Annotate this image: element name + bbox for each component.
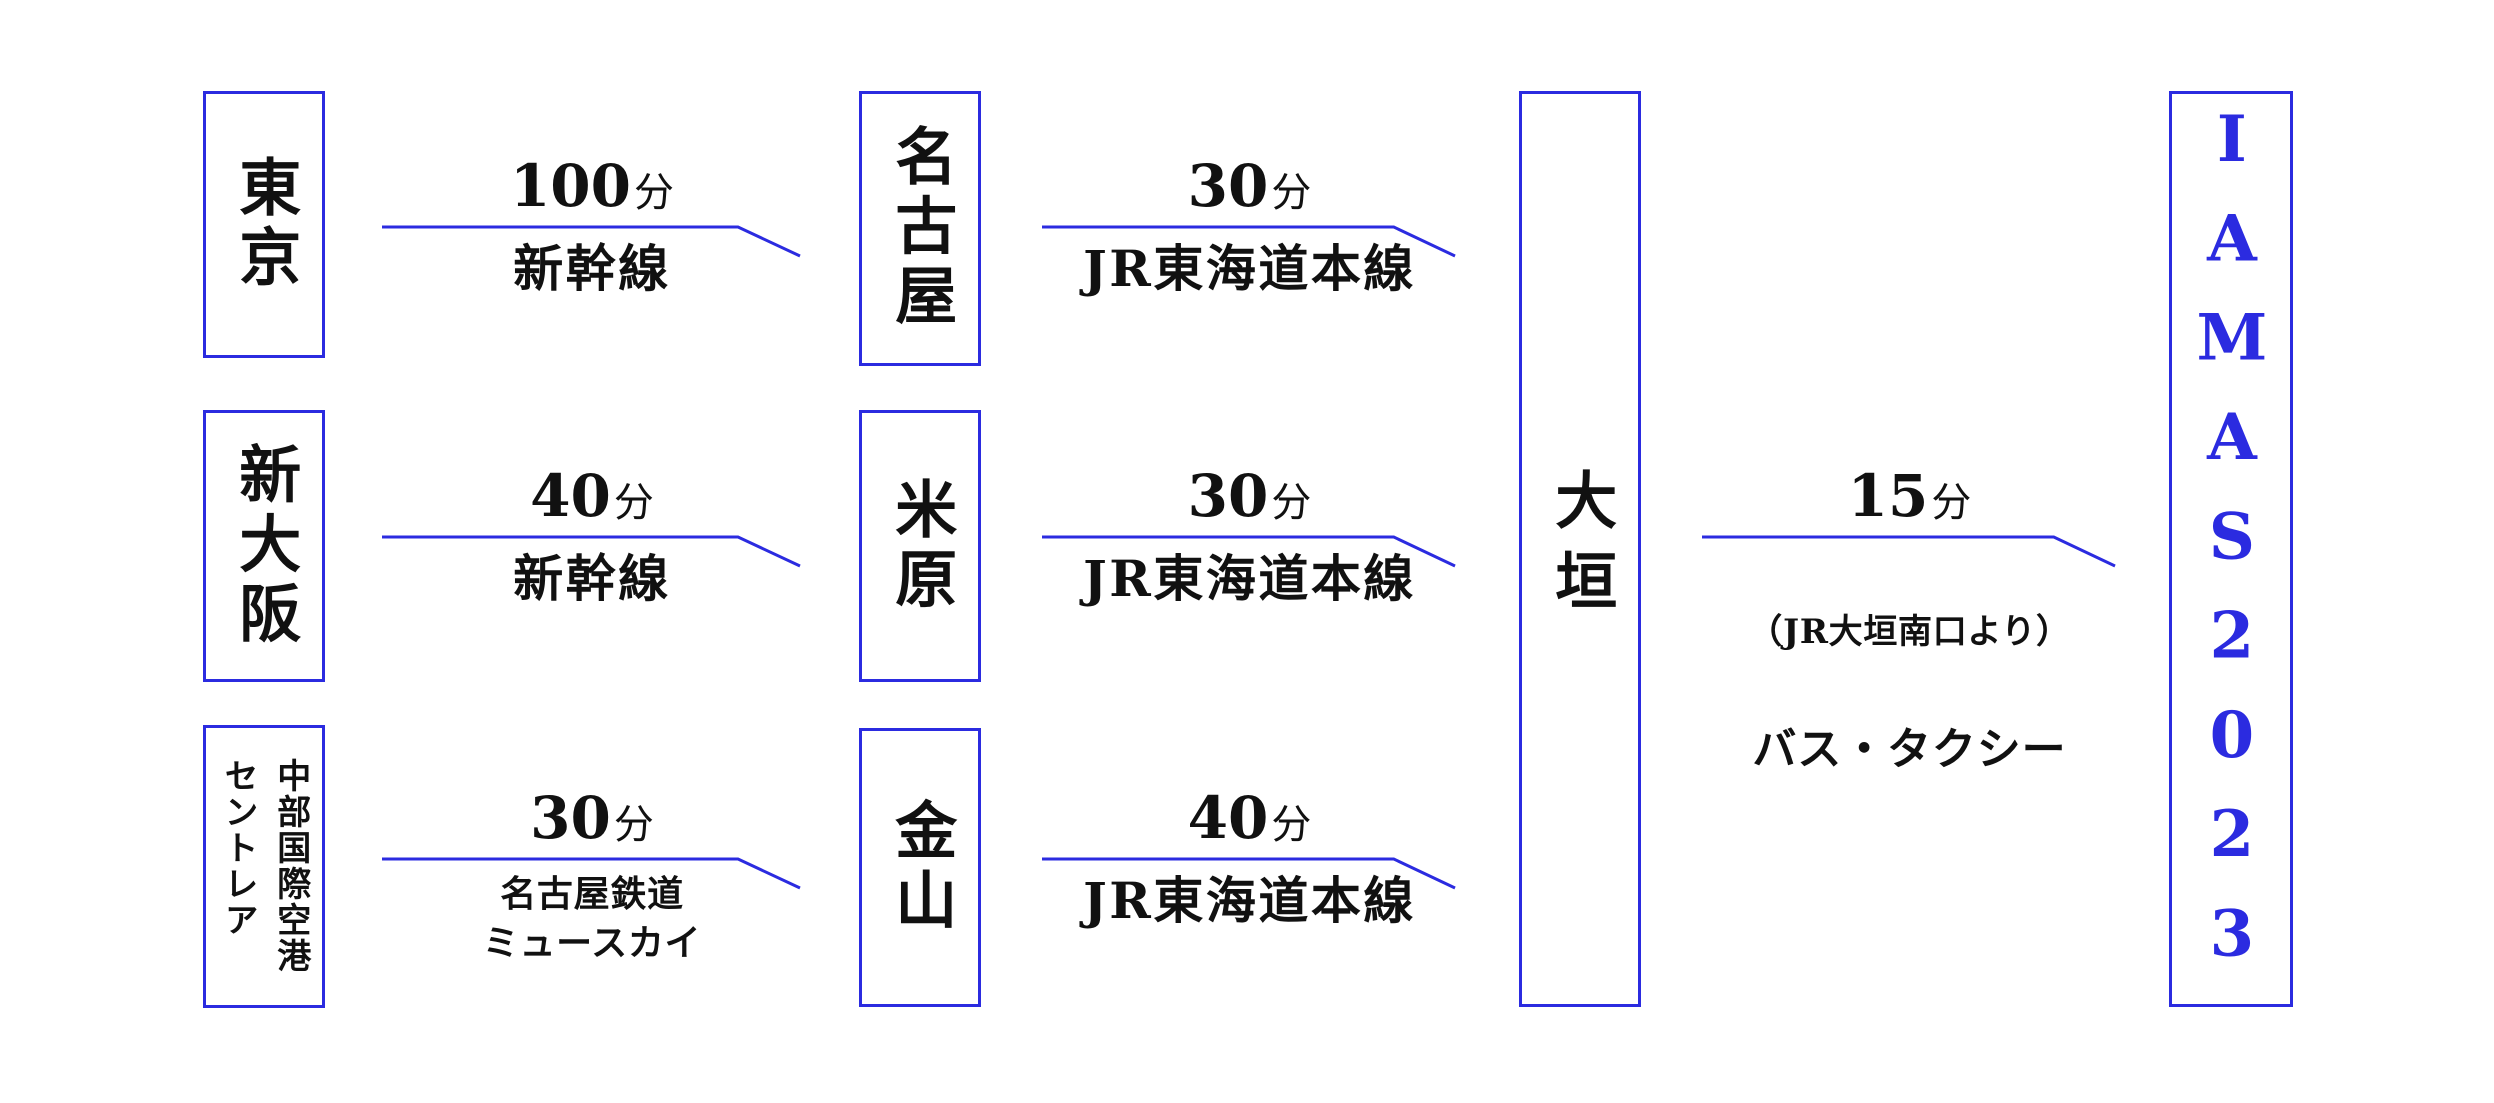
travel-time-label: 40分 xyxy=(1042,789,1457,847)
transport-mode-label: バス・タクシー xyxy=(1752,724,2067,774)
final-leg-label: （JR大垣南口より） バス・タクシー xyxy=(1702,548,2117,839)
route-leg-kanayama-ogaki: 40分 JR東海道本線 xyxy=(1042,789,1457,930)
travel-time-label: 30分 xyxy=(382,789,802,847)
station-box-shin-osaka: 新大阪 xyxy=(203,410,325,682)
travel-time-label: 40分 xyxy=(382,467,802,525)
time-unit: 分 xyxy=(613,802,654,848)
arrow-icon xyxy=(1702,533,2117,569)
station-box-centrair-airport: 中部国際空港 セントレア xyxy=(203,725,325,1008)
time-value: 40 xyxy=(530,462,611,530)
station-name-shin-osaka: 新大阪 xyxy=(228,441,302,651)
time-value: 30 xyxy=(530,784,611,852)
time-value: 40 xyxy=(1187,784,1269,852)
train-line-label: 新幹線 xyxy=(513,549,671,608)
travel-time-label: 100分 xyxy=(382,157,802,215)
arrow-icon xyxy=(1042,223,1457,259)
travel-time-label: 30分 xyxy=(1042,157,1457,215)
time-unit: 分 xyxy=(634,170,675,216)
departure-note-label: （JR大垣南口より） xyxy=(1748,611,2071,652)
station-name-maibara: 米原 xyxy=(884,476,958,616)
arrow-icon xyxy=(382,533,802,569)
time-unit: 分 xyxy=(613,480,654,526)
station-name-nagoya: 名古屋 xyxy=(884,124,958,333)
route-leg-centrair-kanayama: 30分 名古屋鉄道 ミュースカイ xyxy=(382,789,802,963)
arrow-icon xyxy=(382,855,802,891)
train-line-label: 新幹線 xyxy=(513,239,671,298)
route-leg-tokyo-nagoya: 100分 新幹線 xyxy=(382,157,802,298)
time-value: 100 xyxy=(509,152,632,220)
time-unit: 分 xyxy=(1271,802,1312,848)
time-value: 30 xyxy=(1187,152,1269,220)
route-leg-nagoya-ogaki: 30分 JR東海道本線 xyxy=(1042,157,1457,298)
station-name-ogaki: 大垣 xyxy=(1544,468,1618,630)
station-box-tokyo: 東京 xyxy=(203,91,325,358)
station-name-tokyo: 東京 xyxy=(228,155,302,294)
time-unit: 分 xyxy=(1271,480,1312,526)
travel-time-label: 15分 xyxy=(1702,467,2117,525)
time-value: 15 xyxy=(1847,462,1929,530)
route-leg-shin-osaka-maibara: 40分 新幹線 xyxy=(382,467,802,608)
train-line-label: JR東海道本線 xyxy=(1083,239,1416,298)
route-leg-maibara-ogaki: 30分 JR東海道本線 xyxy=(1042,467,1457,608)
arrow-icon xyxy=(1042,855,1457,891)
time-unit: 分 xyxy=(1931,480,1972,526)
route-leg-ogaki-iamas: 15分 （JR大垣南口より） バス・タクシー xyxy=(1702,467,2117,774)
station-box-nagoya: 名古屋 xyxy=(859,91,981,366)
arrow-icon xyxy=(1042,533,1457,569)
train-line-label: JR東海道本線 xyxy=(1083,549,1416,608)
arrow-icon xyxy=(382,223,802,259)
station-box-maibara: 米原 xyxy=(859,410,981,682)
destination-name-iamas2023: IAMAS2023 xyxy=(2194,102,2270,996)
time-value: 30 xyxy=(1187,462,1269,530)
station-name-kanayama: 金山 xyxy=(884,798,958,937)
time-unit: 分 xyxy=(1271,170,1312,216)
station-box-kanayama: 金山 xyxy=(859,728,981,1007)
station-box-ogaki: 大垣 xyxy=(1519,91,1641,1007)
train-line-label: JR東海道本線 xyxy=(1083,871,1416,930)
station-name-centrair-airport: 中部国際空港 セントレア xyxy=(218,758,311,975)
destination-box-iamas2023: IAMAS2023 xyxy=(2169,91,2293,1007)
train-line-label: 名古屋鉄道 ミュースカイ xyxy=(482,873,702,963)
travel-time-label: 30分 xyxy=(1042,467,1457,525)
